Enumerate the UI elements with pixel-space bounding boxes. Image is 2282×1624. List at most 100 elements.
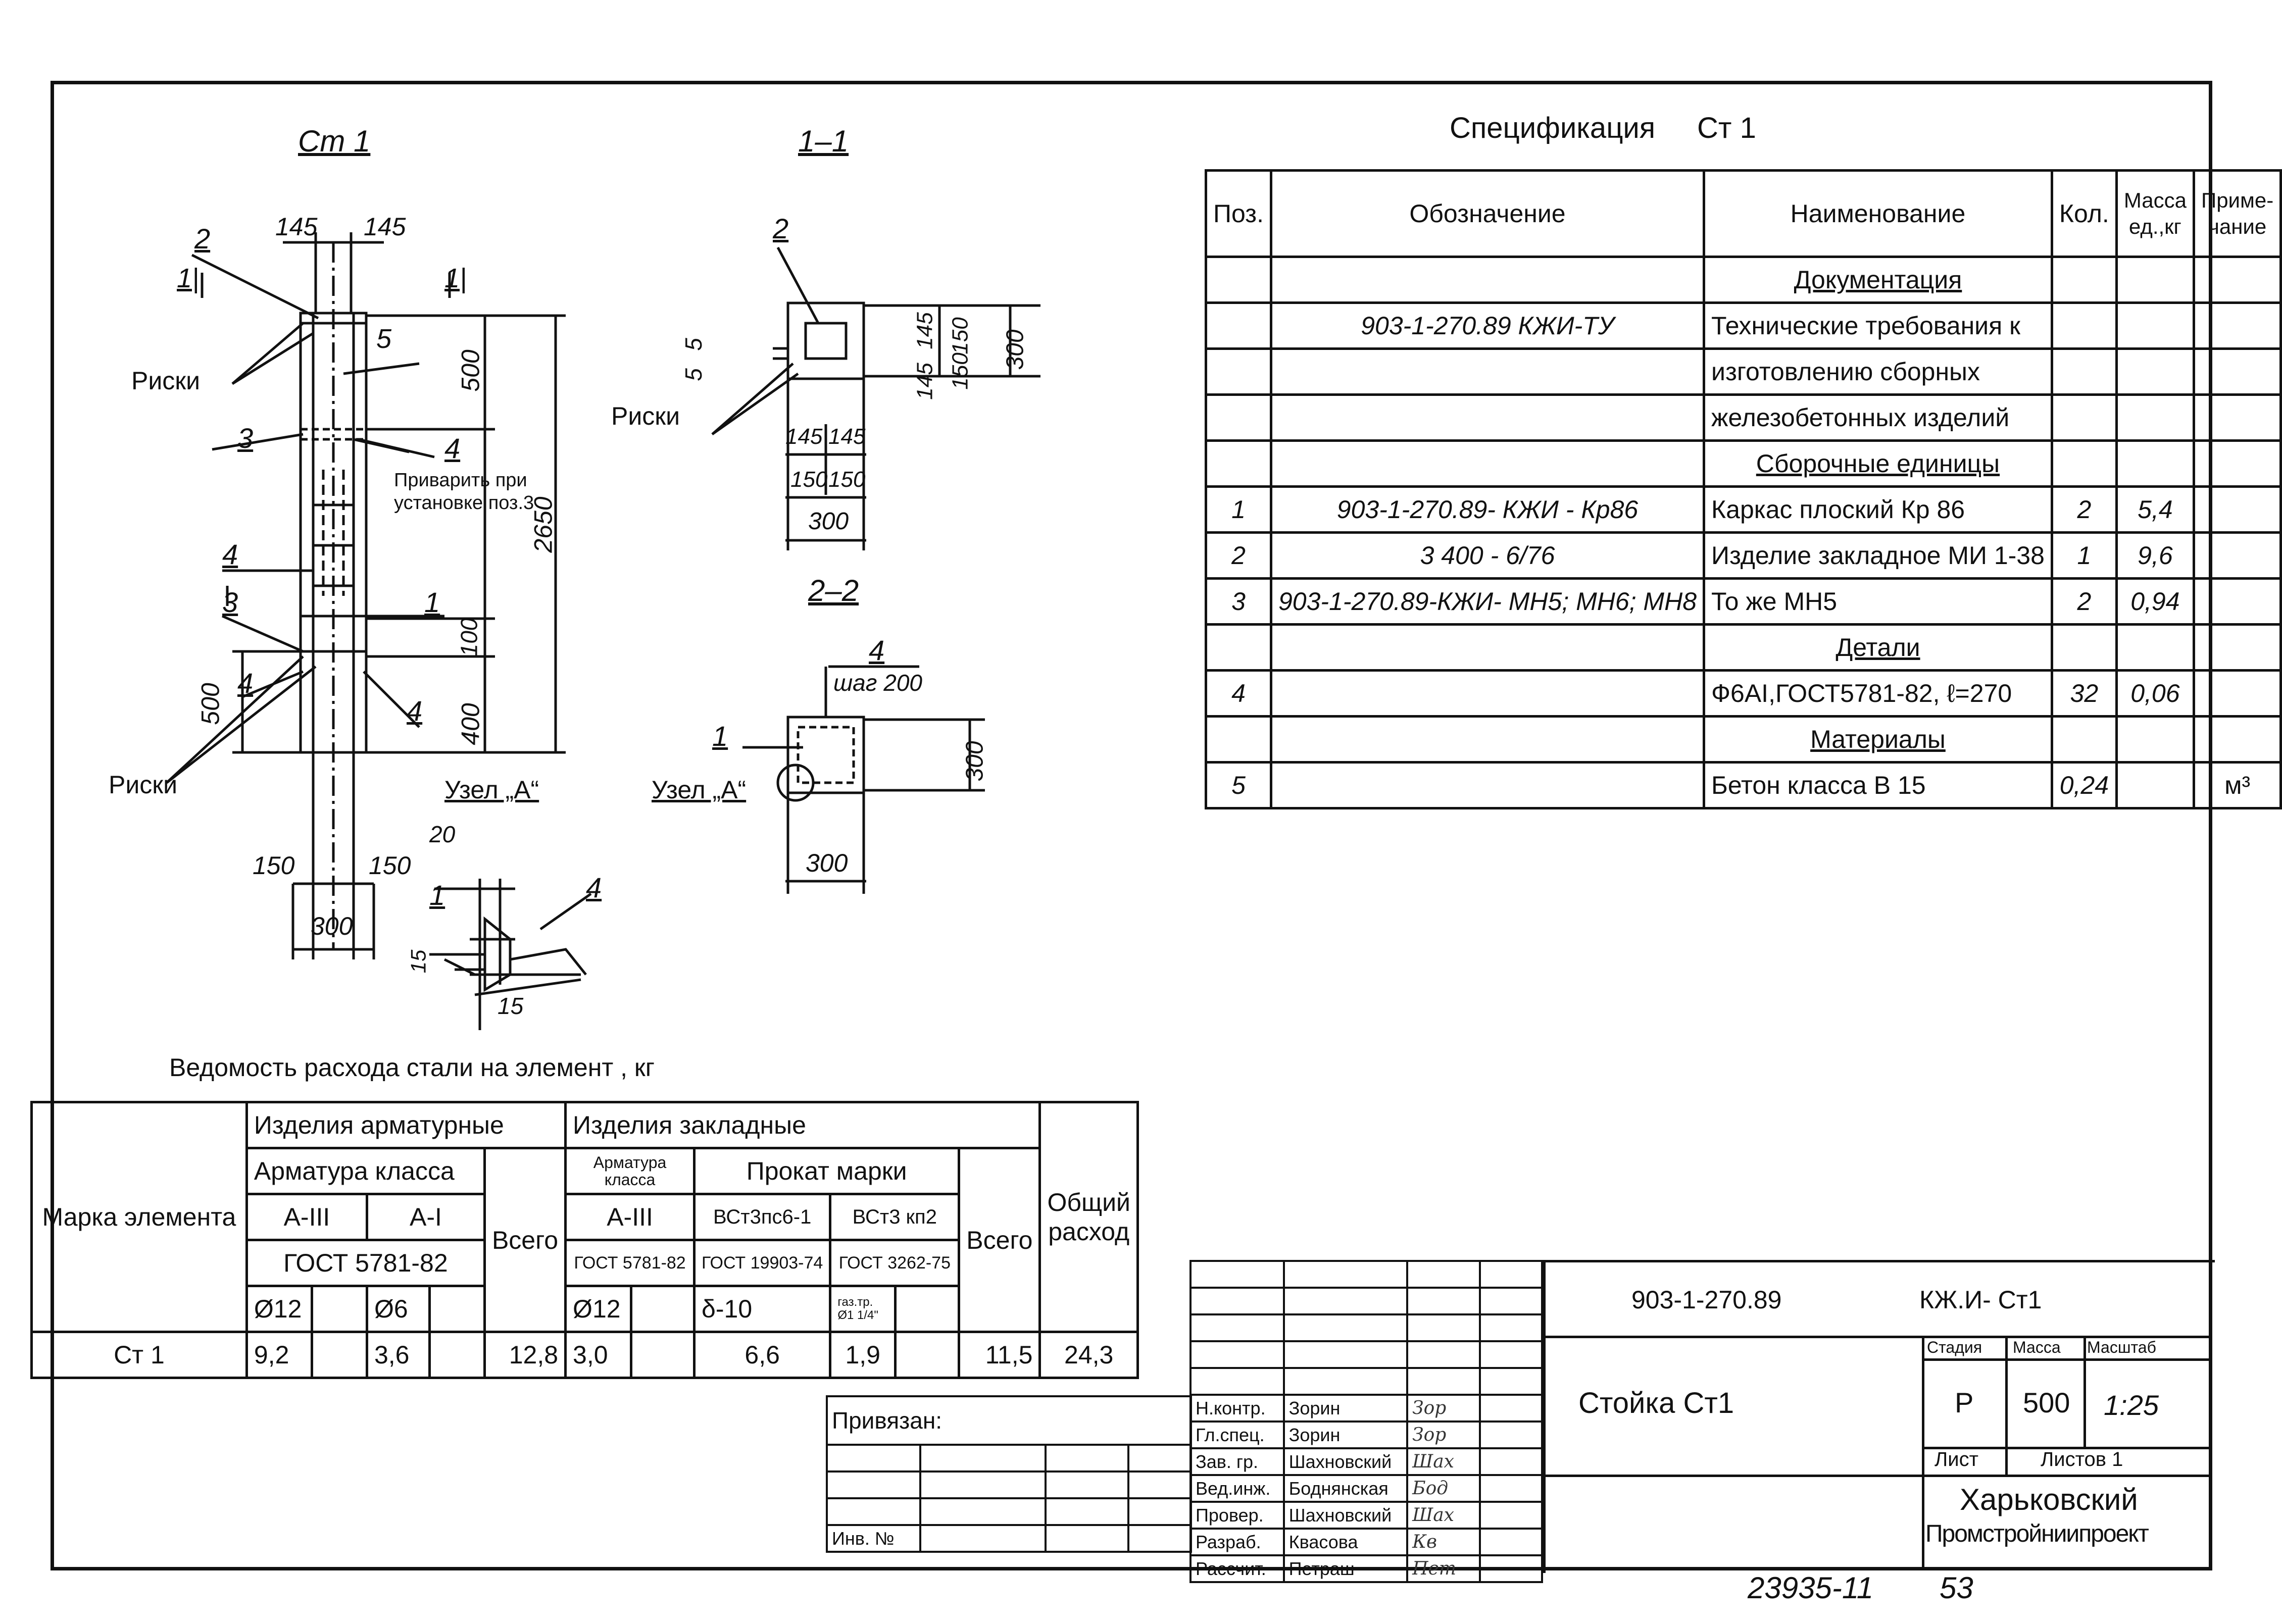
pos-1-front: 1 [424, 586, 440, 618]
stamp-name: Стойка Ст1 [1578, 1387, 1734, 1419]
dim-300-s2-h: 300 [806, 849, 848, 877]
dim-15-v: 15 [406, 949, 430, 974]
stamp-person-role: Зав. гр. [1189, 1447, 1285, 1476]
stamp-header-massa: Масса [2013, 1338, 2061, 1356]
spec-cell-mass [2115, 715, 2196, 764]
view-title-uzel-a: Узел „А“ [444, 776, 539, 804]
spec-cell-mass: 5,4 [2115, 485, 2196, 534]
privyazan-block: Привязан: Инв. № [826, 1395, 1193, 1553]
ved-header-a1: А-I [365, 1193, 486, 1241]
ved-header-delta: δ-10 [693, 1285, 832, 1333]
spec-cell-pos: 2 [1205, 531, 1272, 580]
spec-cell-pos: 1 [1205, 485, 1272, 534]
spec-cell-name: Бетон класса В 15 [1703, 761, 2053, 809]
spec-cell-name: железобетонных изделий [1703, 393, 2053, 442]
spec-cell-name: Сборочные единицы [1703, 439, 2053, 488]
section-cut-mark-left: 1| [177, 263, 200, 293]
ved-header-a3: А-III [245, 1193, 368, 1241]
spec-cell-qty: 0,24 [2050, 761, 2118, 809]
spec-cell-name: Технические требования к [1703, 301, 2053, 350]
dim-145-s1-h1: 145 [785, 424, 823, 449]
spec-cell-pos [1205, 715, 1272, 764]
dim-300-s2-v: 300 [961, 741, 988, 782]
dim-5-b: 5 [680, 368, 707, 381]
stamp-org-2: Промстройниипроект [1925, 1520, 2149, 1547]
pos-4-d: 4 [407, 695, 423, 727]
ved-header-total: Общий расход [1038, 1101, 1139, 1333]
spec-cell-designation [1269, 256, 1706, 304]
ved-row-gaz: 1,9 [829, 1331, 897, 1379]
spec-row: Сборочные единицы [1205, 439, 2282, 488]
stamp-person-name: Квасова [1282, 1528, 1409, 1556]
pos-3-b: 3 [222, 586, 238, 618]
spec-cell-designation [1269, 715, 1706, 764]
stamp-code-mark: КЖ.И- Ст1 [1919, 1286, 2042, 1314]
stamp-person-name: Боднянская [1282, 1474, 1409, 1503]
stamp-person-sig: Шах [1406, 1501, 1481, 1530]
spec-row: железобетонных изделий [1205, 393, 2282, 442]
spec-cell-note [2192, 577, 2282, 626]
spec-cell-note [2192, 347, 2282, 396]
stamp-person-role: Гл.спец. [1189, 1420, 1285, 1449]
spec-cell-designation: 903-1-270.89- КЖИ - Кр86 [1269, 485, 1706, 534]
stamp-person-date [1479, 1554, 1543, 1583]
uzel-a-reference: Узел „А“ [652, 776, 747, 804]
dim-150-right: 150 [369, 851, 411, 880]
spec-cell-designation [1269, 623, 1706, 672]
dim-145-s1-v1: 145 [912, 312, 937, 349]
spec-header-name: Наименование [1703, 169, 2053, 258]
ved-row-a1: 3,6 [365, 1331, 431, 1379]
dim-15-h: 15 [498, 993, 524, 1019]
spec-cell-mass [2115, 623, 2196, 672]
pos-4-b: 4 [222, 538, 238, 570]
spec-cell-name: Каркас плоский Кр 86 [1703, 485, 2053, 534]
spec-cell-qty: 2 [2050, 577, 2118, 626]
stamp-person-sig: Зор [1406, 1420, 1481, 1449]
dim-shag-200: шаг 200 [833, 670, 922, 696]
pos-4-section: 4 [869, 634, 885, 666]
stamp-person-role: Н.контр. [1189, 1394, 1285, 1423]
ved-header-vst2: ВСт3 кп2 [829, 1193, 961, 1241]
spec-row: Детали [1205, 623, 2282, 672]
section-cut-mark-right: 1| [444, 263, 467, 293]
spec-cell-mass [2115, 256, 2196, 304]
dim-400: 400 [456, 703, 485, 745]
ved-header-gost3: ГОСТ 19903-74 [693, 1239, 832, 1287]
stamp-person-role: Вед.инж. [1189, 1474, 1285, 1503]
pos-1-uzel: 1 [429, 879, 445, 911]
ved-header-gost1: ГОСТ 5781-82 [245, 1239, 486, 1287]
label-riski-3: Риски [109, 771, 178, 799]
spec-cell-name: Изделие закладное МИ 1-38 [1703, 531, 2053, 580]
spec-cell-pos: 5 [1205, 761, 1272, 809]
pos-4-uzel: 4 [586, 872, 602, 903]
ved-header-arm-kl-small: Арматура класса [564, 1147, 696, 1195]
stamp-person-sig: Зор [1406, 1394, 1481, 1423]
steel-consumption-table: Марка элемента Изделия арматурные Издели… [30, 1101, 1139, 1379]
spec-cell-pos [1205, 347, 1272, 396]
dim-145-s1-v2: 145 [912, 363, 937, 400]
ved-header-d6: Ø6 [365, 1285, 431, 1333]
vedomost-title: Ведомость расхода стали на элемент , кг [169, 1053, 655, 1082]
pos-5: 5 [376, 324, 392, 354]
dim-300-s1-h: 300 [808, 508, 849, 535]
ved-row-mark: Ст 1 [30, 1331, 248, 1379]
stamp-person-sig: Шах [1406, 1447, 1481, 1476]
spec-cell-pos: 3 [1205, 577, 1272, 626]
dim-145-right: 145 [364, 213, 406, 241]
spec-cell-name: То же МН5 [1703, 577, 2053, 626]
dim-150-left: 150 [253, 851, 295, 880]
dim-5-a: 5 [680, 338, 707, 351]
spec-cell-note [2192, 393, 2282, 442]
spec-header-note: Приме-чание [2192, 169, 2282, 258]
stamp-person-name: Зорин [1282, 1420, 1409, 1449]
spec-cell-designation: 903-1-270.89 КЖИ-ТУ [1269, 301, 1706, 350]
dim-150-s1-v1: 150 [948, 317, 973, 354]
spec-title: Спецификация [1450, 112, 1656, 144]
privyazan-label: Привязан: [826, 1395, 1192, 1445]
stamp-header-listov: Листов 1 [2041, 1448, 2123, 1470]
